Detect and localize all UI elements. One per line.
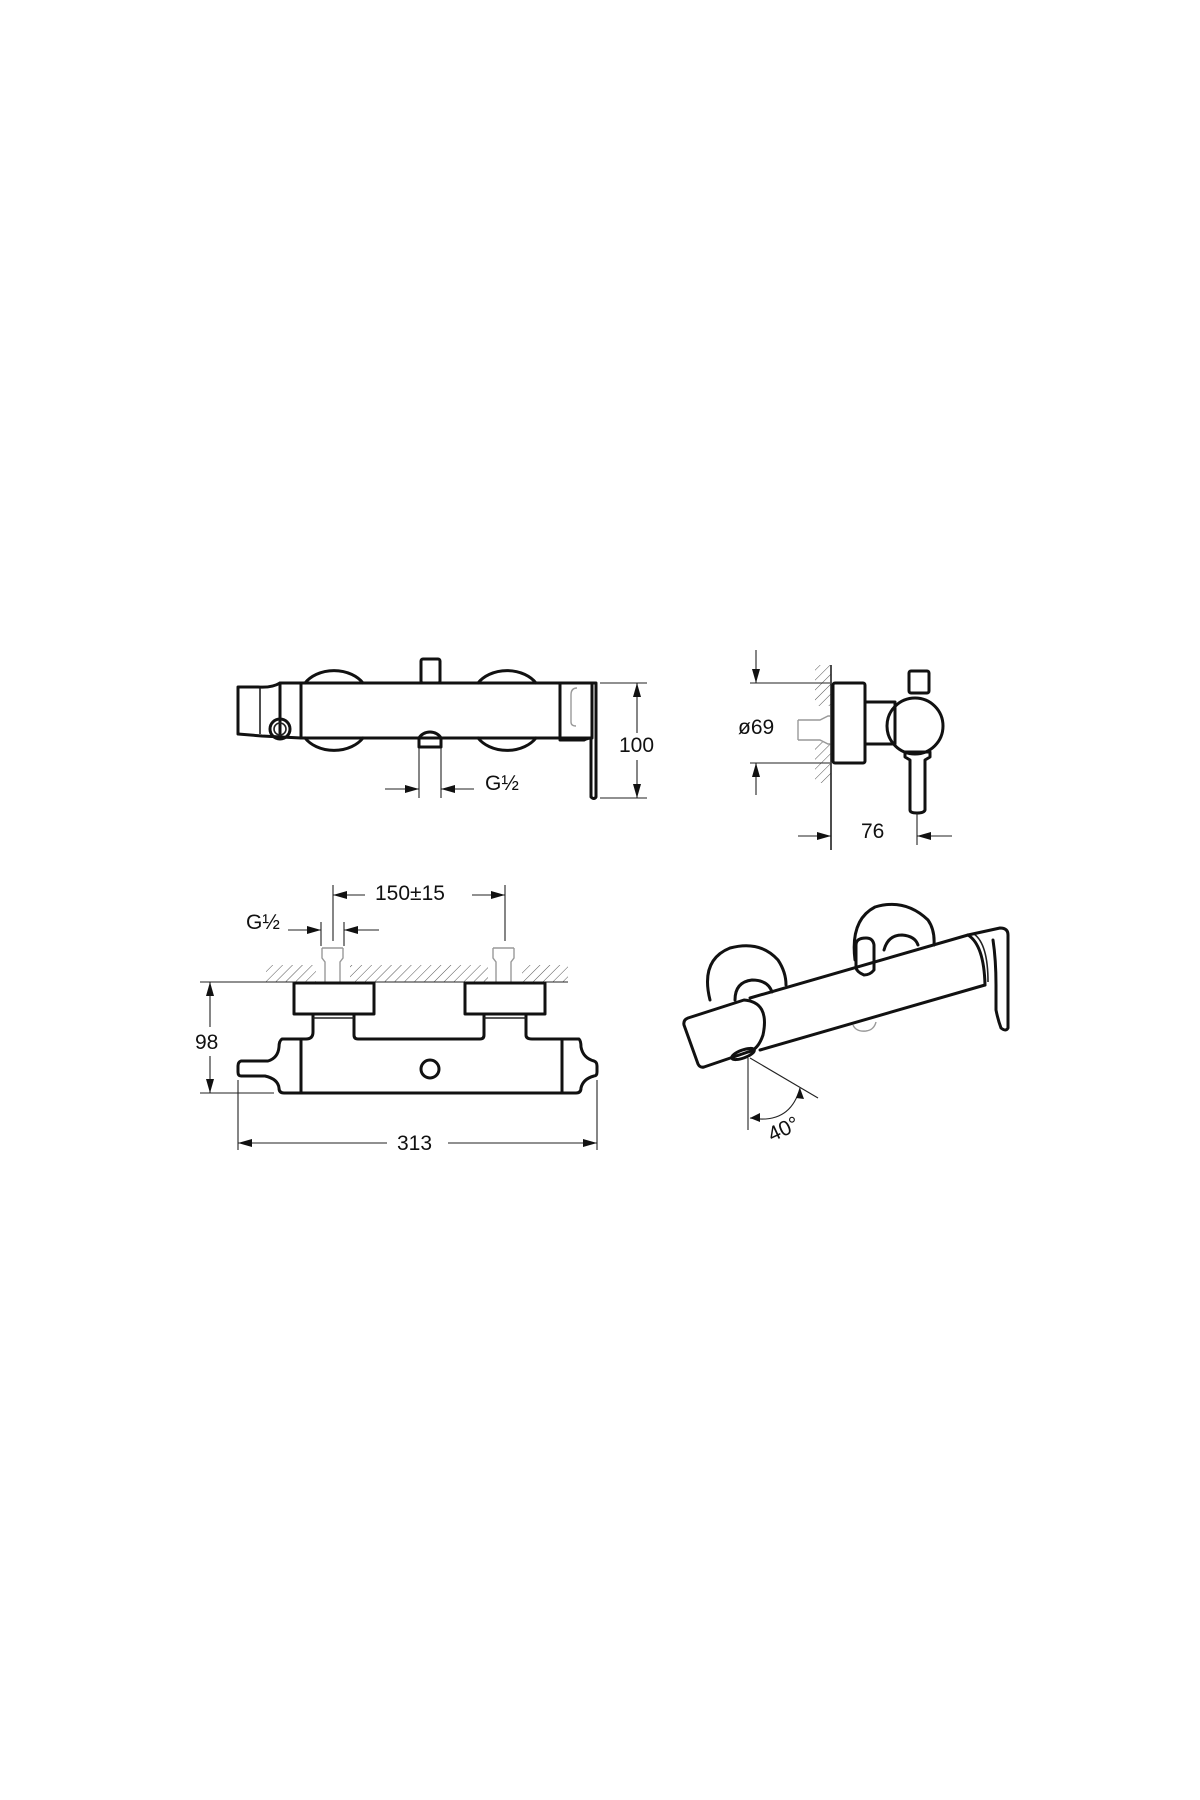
side-view: ø69 76 bbox=[738, 650, 952, 850]
dimension-height-100: 100 bbox=[619, 734, 654, 757]
dimension-width-313: 313 bbox=[397, 1132, 432, 1155]
dimension-height-98: 98 bbox=[195, 1031, 218, 1054]
dimension-thread-g-half-front: G½ bbox=[246, 911, 280, 934]
dimension-depth-76: 76 bbox=[861, 820, 884, 843]
dimension-rosette-diameter: ø69 bbox=[738, 716, 774, 739]
dimension-inlet-spacing: 150±15 bbox=[375, 882, 445, 905]
dimension-thread-g-half-top: G½ bbox=[485, 772, 519, 795]
front-view: 98 313 150±15 G½ bbox=[195, 882, 599, 1155]
perspective-view: 40° bbox=[682, 902, 1010, 1147]
dimension-spout-angle: 40° bbox=[764, 1112, 803, 1146]
top-view: 100 G½ bbox=[236, 657, 654, 800]
